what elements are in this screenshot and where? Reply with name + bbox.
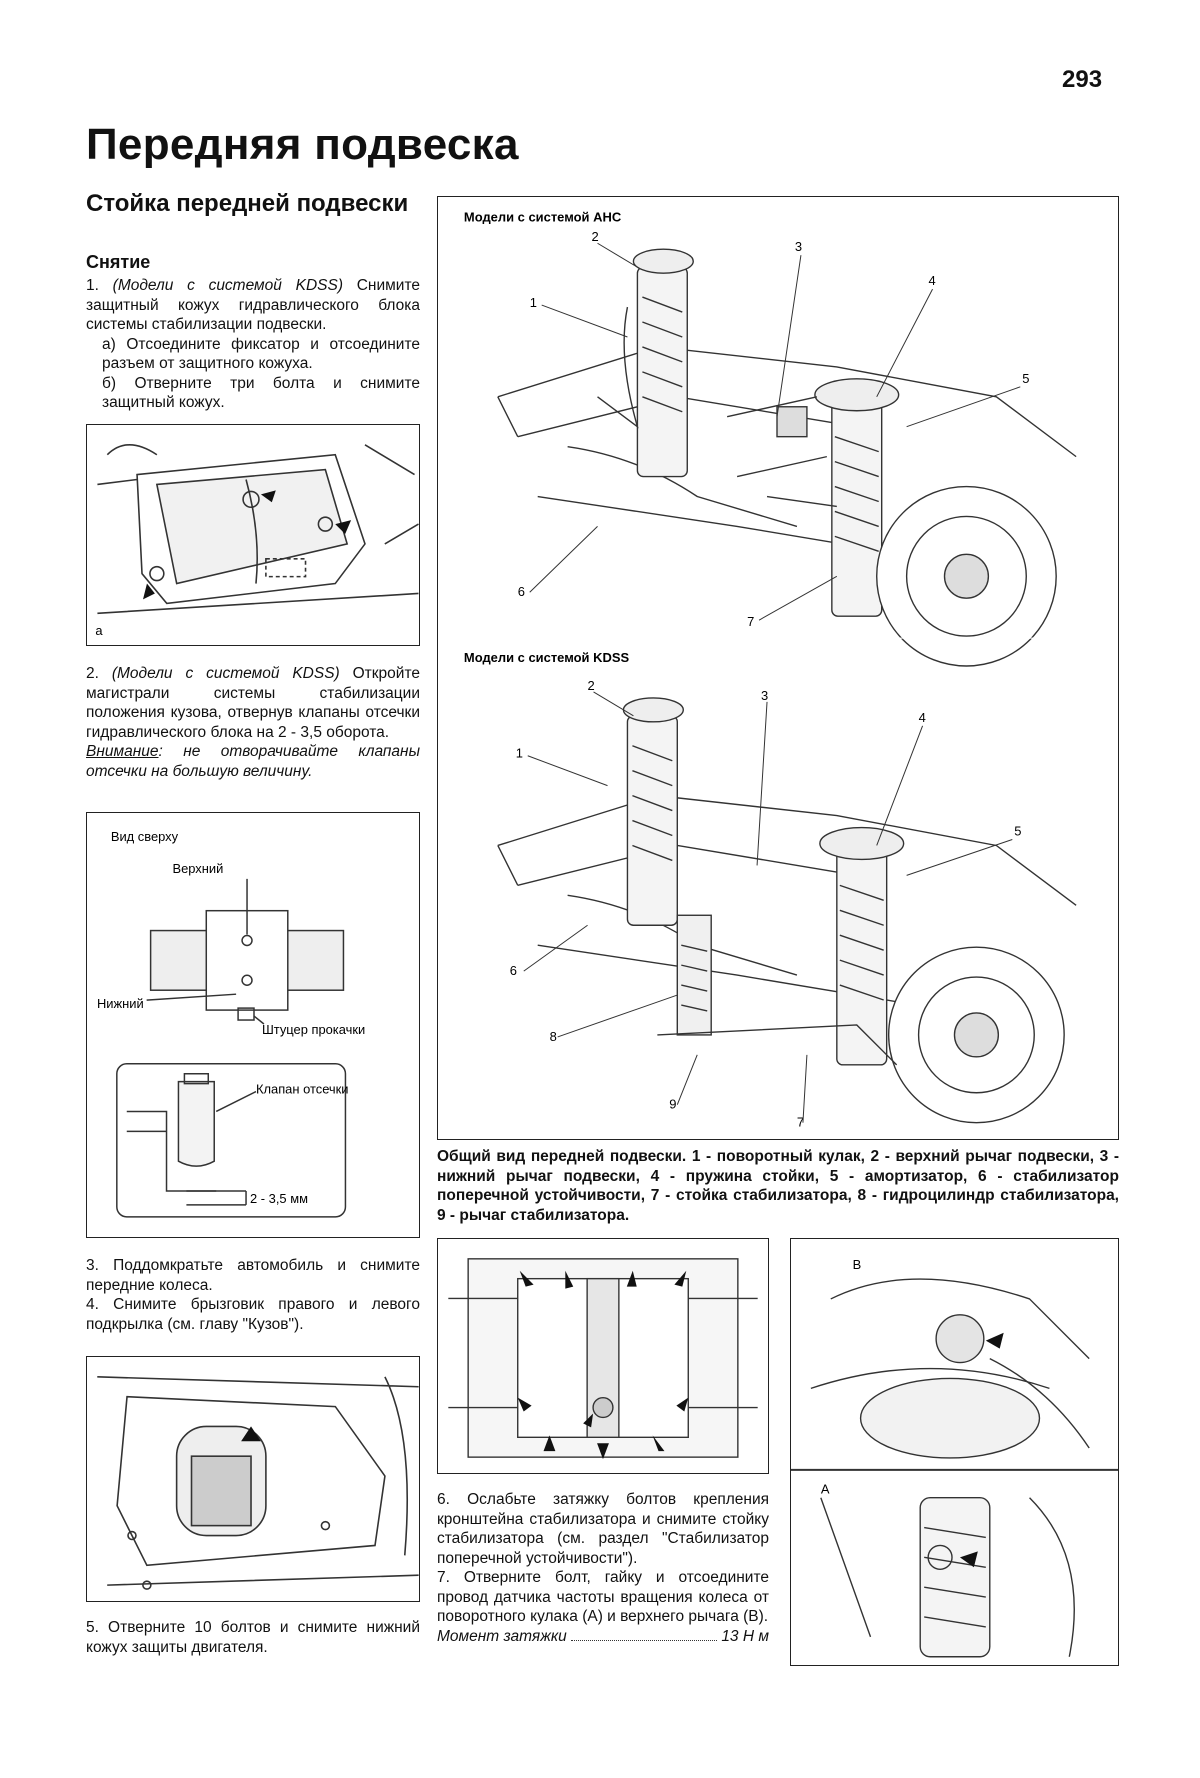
torque-spec: Момент затяжки 13 Н м xyxy=(437,1627,769,1647)
step-1: 1. (Модели с системой KDSS) Снимите защи… xyxy=(86,277,420,412)
ahc-callout-1: 1 xyxy=(530,295,537,310)
section-title: Стойка передней подвески xyxy=(86,190,409,217)
warning-text: : не отворачивайте клапаны отсечки на бо… xyxy=(86,743,420,780)
figure-valve-diagram: Вид сверху Верхний Нижний Штуцер прокачк… xyxy=(86,812,420,1238)
step-5: 5. Отверните 10 болтов и снимите нижний … xyxy=(86,1619,420,1656)
page-title: Передняя подвеска xyxy=(86,120,519,169)
figure-splash-guard xyxy=(86,1356,420,1602)
label-a: A xyxy=(821,1482,830,1497)
figure-front-suspension: Модели с системой AHC 2 1 3 4 5 6 xyxy=(437,196,1119,1140)
steps-6-7: 6. Ослабьте затяжку болтов крепления кро… xyxy=(437,1490,769,1646)
fig1-letter: a xyxy=(95,623,103,638)
figure-knuckle-ab: B A xyxy=(790,1238,1119,1666)
ahc-callout-5: 5 xyxy=(1022,371,1029,386)
warning-label: Внимание xyxy=(86,743,159,760)
hydraulic-cover-drawing: a xyxy=(95,444,419,638)
kdss-callout-3: 3 xyxy=(761,688,768,703)
ahc-callout-6: 6 xyxy=(518,584,525,599)
ahc-callout-3: 3 xyxy=(795,239,802,254)
kdss-callout-7: 7 xyxy=(797,1115,804,1130)
kdss-callout-2: 2 xyxy=(588,678,595,693)
label-upper: Верхний xyxy=(172,861,223,876)
ahc-callout-7: 7 xyxy=(747,614,754,629)
ahc-callout-2: 2 xyxy=(592,229,599,244)
ahc-callout-4: 4 xyxy=(929,273,936,288)
step-1a: а) Отсоедините фиксатор и отсоедините ра… xyxy=(102,335,420,373)
step-2-model: (Модели с системой KDSS) xyxy=(111,665,340,682)
label-size: 2 - 3,5 мм xyxy=(250,1191,308,1206)
step-3: 3. Поддомкратьте автомобиль и снимите пе… xyxy=(86,1257,420,1294)
label-lower: Нижний xyxy=(97,996,144,1011)
step-2: 2. (Модели с системой KDSS) Откройте маг… xyxy=(86,665,421,780)
kdss-callout-8: 8 xyxy=(550,1029,557,1044)
step-1-model: (Модели с системой KDSS) xyxy=(112,277,343,294)
page-number: 293 xyxy=(1062,66,1103,93)
torque-leader xyxy=(570,1639,718,1641)
step-6: 6. Ослабьте затяжку болтов крепления кро… xyxy=(437,1491,769,1567)
step-2-text: Откройте магистрали системы стабилизации… xyxy=(86,665,421,741)
step-1b: б) Отверните три болта и снимите защитны… xyxy=(102,374,420,412)
kdss-callout-1: 1 xyxy=(516,746,523,761)
kdss-callout-5: 5 xyxy=(1014,824,1021,839)
figure-caption: Общий вид передней подвески. 1 - поворот… xyxy=(437,1148,1119,1224)
label-ahc: Модели с системой AHC xyxy=(464,209,621,224)
figure-hydraulic-cover: a xyxy=(86,424,420,646)
subsection-title: Снятие xyxy=(86,252,151,272)
step-4: 4. Снимите брызговик правого и левого по… xyxy=(86,1296,420,1333)
kdss-callout-4: 4 xyxy=(919,710,926,725)
label-top-view: Вид сверху xyxy=(111,829,179,844)
label-bleeder: Штуцер прокачки xyxy=(262,1022,365,1037)
kdss-callout-6: 6 xyxy=(510,963,517,978)
torque-label: Момент затяжки xyxy=(437,1627,567,1645)
step-1-text: Снимите защитный кожух гидравлического б… xyxy=(86,277,420,333)
figure-underbody xyxy=(437,1238,769,1474)
step-7: 7. Отверните болт, гайку и отсоедините п… xyxy=(437,1569,769,1625)
label-kdss: Модели с системой KDSS xyxy=(464,650,630,665)
steps-3-4: 3. Поддомкратьте автомобиль и снимите пе… xyxy=(86,1256,420,1334)
label-b: B xyxy=(853,1257,862,1272)
label-cutoff-valve: Клапан отсечки xyxy=(256,1082,349,1097)
kdss-callout-9: 9 xyxy=(669,1097,676,1112)
torque-value: 13 Н м xyxy=(721,1627,769,1645)
